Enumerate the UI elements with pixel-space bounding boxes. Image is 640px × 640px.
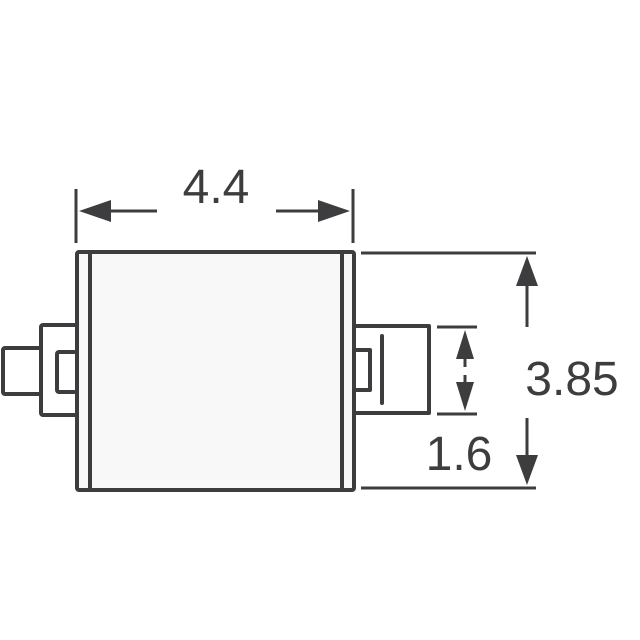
left-terminal-pad xyxy=(39,323,80,417)
left-terminal-inner xyxy=(55,350,79,394)
terminal-dimension: 1.6 xyxy=(426,325,493,481)
height-label: 3.85 xyxy=(525,353,618,406)
right-terminal xyxy=(352,324,431,415)
body-fill xyxy=(77,252,353,489)
right-terminal-pad xyxy=(352,324,431,415)
terminal-width-label: 1.6 xyxy=(426,428,493,481)
arrow-right-icon xyxy=(318,200,350,222)
width-dimension: 4.4 xyxy=(74,161,355,243)
height-dimension: 3.85 xyxy=(361,251,619,490)
arrow-down-small-icon xyxy=(456,382,474,411)
body-outline xyxy=(75,250,356,492)
width-label: 4.4 xyxy=(183,161,250,214)
arrow-left-icon xyxy=(79,200,111,222)
arrow-down-icon xyxy=(516,455,538,485)
package-body xyxy=(75,250,356,492)
left-terminal xyxy=(1,323,80,417)
arrow-up-icon xyxy=(516,256,538,286)
right-terminal-inner xyxy=(352,348,372,392)
left-terminal-lead xyxy=(1,346,43,396)
arrow-up-small-icon xyxy=(456,330,474,359)
